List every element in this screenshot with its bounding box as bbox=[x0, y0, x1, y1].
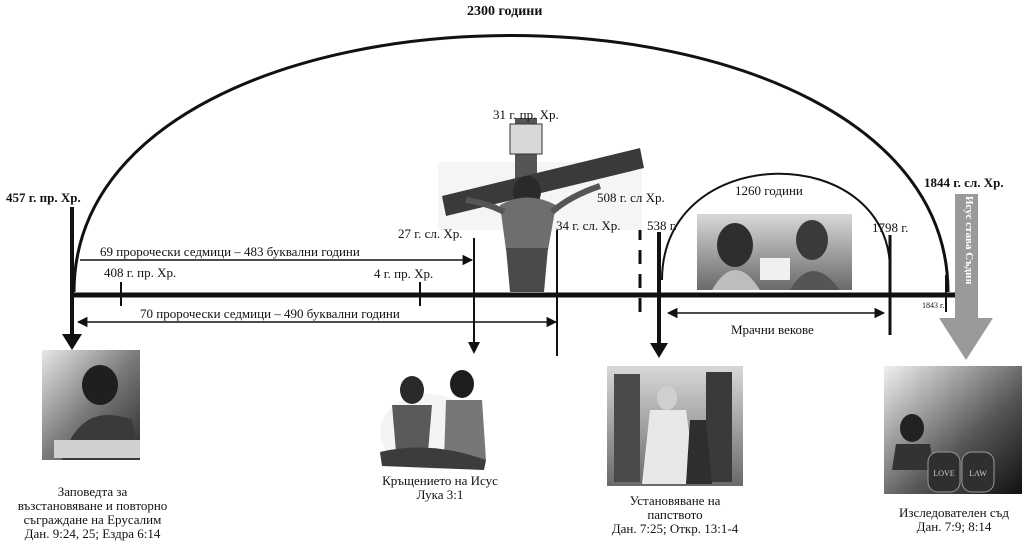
decree-line2: възстановяване и повторно bbox=[17, 498, 168, 513]
date-34-label: 34 г. сл. Хр. bbox=[556, 218, 621, 233]
date-4-label: 4 г. пр. Хр. bbox=[374, 266, 434, 281]
tablet-left-text: LOVE bbox=[933, 469, 954, 478]
papacy-ref: Дан. 7:25; Откр. 13:1-4 bbox=[611, 521, 739, 536]
date-1843-label: 1843 г. bbox=[922, 301, 945, 310]
decree-line3: съграждане на Ерусалим bbox=[23, 512, 162, 527]
decree-image bbox=[42, 350, 140, 460]
judge-arrow bbox=[939, 194, 993, 360]
date-538-label: 538 г. bbox=[647, 218, 677, 233]
arc-1260-years bbox=[661, 172, 891, 281]
arc-2300-years bbox=[72, 34, 950, 293]
date-27-label: 27 г. сл. Хр. bbox=[398, 226, 463, 241]
date-508-label: 508 г. сл Хр. bbox=[597, 190, 665, 205]
tablet-right-text: LAW bbox=[969, 469, 987, 478]
decree-line1: Заповедта за bbox=[57, 484, 128, 499]
papacy-line1: Установяване на bbox=[629, 493, 721, 508]
judgment-line1: Изследователен съд bbox=[899, 505, 1009, 520]
arrow-457-head bbox=[62, 334, 82, 350]
total-period-label: 2300 години bbox=[467, 4, 543, 19]
papacy-image bbox=[607, 366, 743, 486]
papacy-line2: папството bbox=[647, 507, 703, 522]
baptism-line1: Кръщението на Исус bbox=[382, 473, 498, 488]
papacy-caption: Установяване на папството Дан. 7:25; Отк… bbox=[590, 494, 760, 536]
decree-caption: Заповедта за възстановяване и повторно с… bbox=[0, 485, 185, 541]
baptism-ref: Лука 3:1 bbox=[416, 487, 464, 502]
date-408-label: 408 г. пр. Хр. bbox=[104, 265, 177, 280]
date-1844-label: 1844 г. сл. Хр. bbox=[924, 175, 1004, 190]
baptism-image bbox=[380, 370, 486, 470]
judge-label: Исус става Съдия bbox=[963, 196, 975, 284]
decree-ref: Дан. 9:24, 25; Ездра 6:14 bbox=[24, 526, 161, 541]
judgment-ref: Дан. 7:9; 8:14 bbox=[916, 519, 992, 534]
date-1798-label: 1798 г. bbox=[872, 220, 909, 235]
baptism-caption: Кръщението на Исус Лука 3:1 bbox=[370, 474, 510, 502]
arrow-538-head bbox=[650, 343, 668, 358]
dark-ages-label: Мрачни векове bbox=[731, 322, 814, 337]
period-70-weeks-label: 70 пророчески седмици – 490 буквални год… bbox=[140, 306, 400, 321]
judgment-caption: Изследователен съд Дан. 7:9; 8:14 bbox=[884, 506, 1024, 534]
arrow-27-head bbox=[468, 342, 480, 354]
period-69-weeks-label: 69 пророчески седмици – 483 буквални год… bbox=[100, 244, 360, 259]
date-457-label: 457 г. пр. Хр. bbox=[6, 190, 81, 205]
papal-scene-image bbox=[697, 214, 852, 290]
crucifixion-illustration bbox=[438, 118, 644, 292]
date-31-label: 31 г. пр. Хр. bbox=[493, 107, 559, 122]
period-1260-years-label: 1260 години bbox=[735, 183, 803, 198]
judgment-image: LOVE LAW bbox=[884, 366, 1022, 494]
